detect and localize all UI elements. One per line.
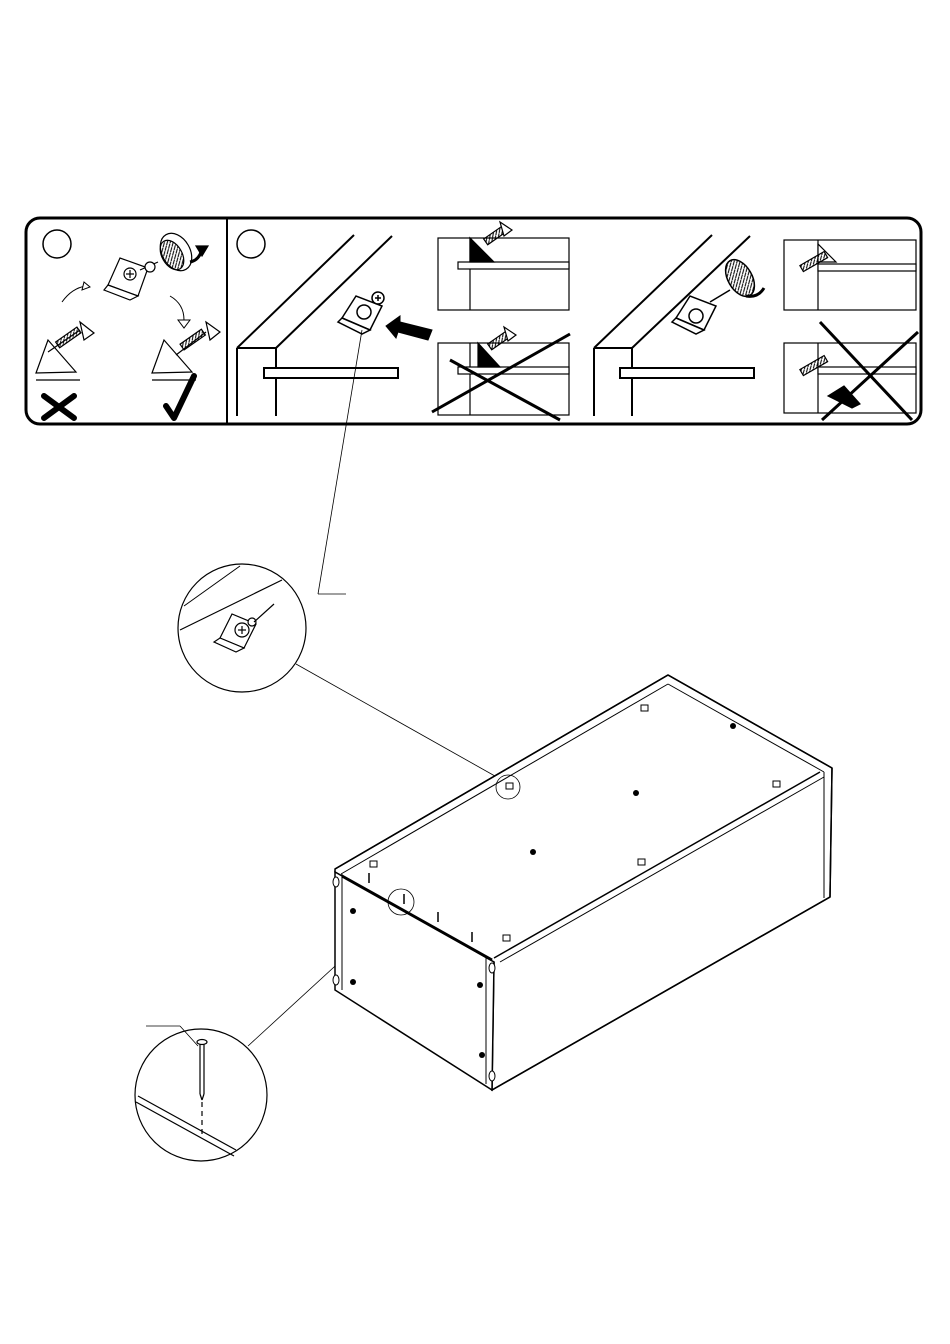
bracket-icon: [214, 604, 274, 652]
correct-detail-icon: [784, 240, 916, 310]
bracket-icon: [338, 292, 384, 334]
curve-arrow-icon: [170, 296, 184, 320]
nail-icon: [197, 1040, 207, 1139]
instruction-strip: [26, 218, 921, 424]
nail-detail-callout: [135, 1029, 267, 1161]
right-screw-icon: [152, 322, 220, 380]
cabinet-carcass: [333, 675, 832, 1090]
rotate-arrow-icon: [154, 228, 208, 277]
wrong-detail-icon: [432, 327, 570, 420]
step-circle-2: [237, 230, 265, 258]
panel-1: [36, 228, 220, 418]
cross-mark-icon: [44, 396, 74, 418]
bracket-detail-callout: [178, 564, 306, 692]
correct-detail-icon: [438, 222, 569, 310]
wood-bracket-icon: [104, 258, 158, 300]
wrong-screw-icon: [36, 322, 94, 380]
cabinet-corner-icon: [237, 235, 398, 416]
push-arrow-icon: [386, 316, 432, 340]
step-circle-1: [43, 230, 71, 258]
panel-2: [237, 222, 918, 420]
wrong-detail-icon: [784, 322, 918, 420]
check-mark-icon: [166, 376, 194, 418]
